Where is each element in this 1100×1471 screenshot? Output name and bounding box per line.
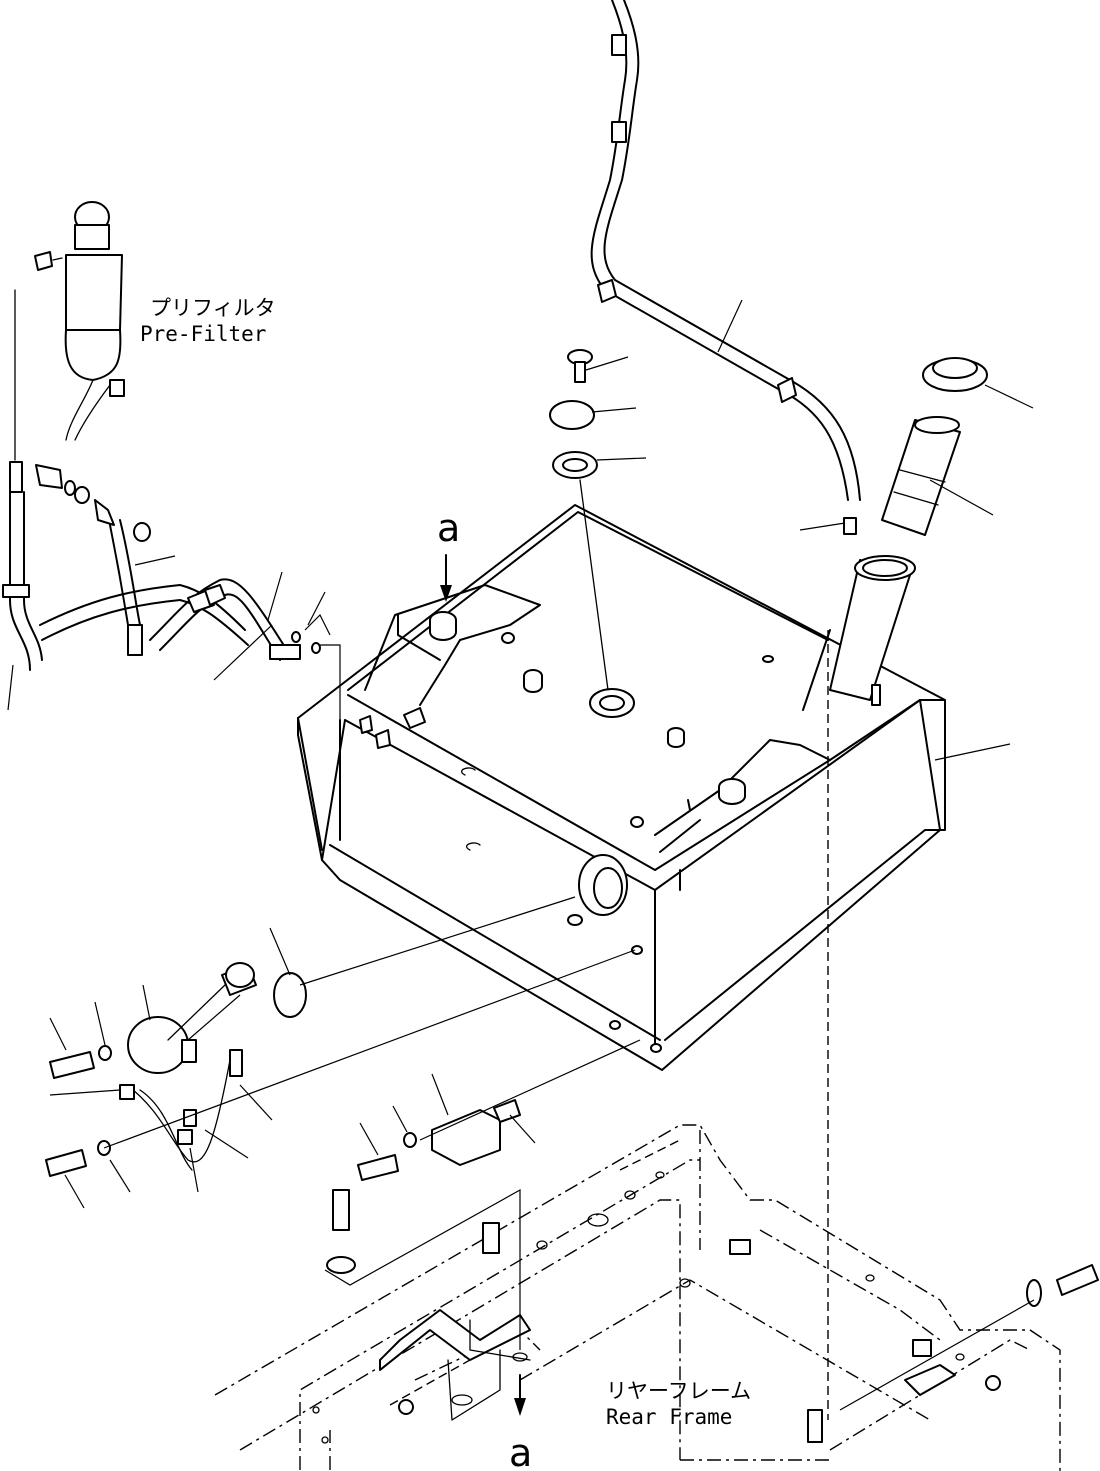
rearframe-label-en: Rear Frame: [606, 1405, 732, 1429]
mount-bolt-right: [839, 1264, 1099, 1411]
fuel-tank: [297, 504, 946, 1071]
prefilter-label-jp: プリフィルタ: [150, 296, 276, 320]
bracket-clamp: [324, 1039, 641, 1350]
fuel-lines: [2, 289, 341, 755]
view-mark-bottom: a: [509, 1431, 532, 1471]
rear-frame: [214, 1124, 1061, 1471]
view-arrowhead-top: [440, 585, 452, 602]
breather-hose: [590, 0, 861, 535]
view-arrowhead-bottom: [514, 1398, 526, 1416]
strainer: [881, 416, 994, 536]
filler-cap: [922, 357, 1034, 409]
prefilter-label-en: Pre-Filter: [140, 322, 266, 346]
leader-tank: [934, 743, 1011, 761]
leader-hose: [717, 299, 743, 353]
gauge-parts: [549, 349, 846, 691]
view-mark-top: a: [437, 506, 460, 550]
pre-filter: [34, 201, 125, 441]
rearframe-label-jp: リヤーフレーム: [606, 1379, 751, 1403]
fuel-sender: [45, 896, 636, 1209]
